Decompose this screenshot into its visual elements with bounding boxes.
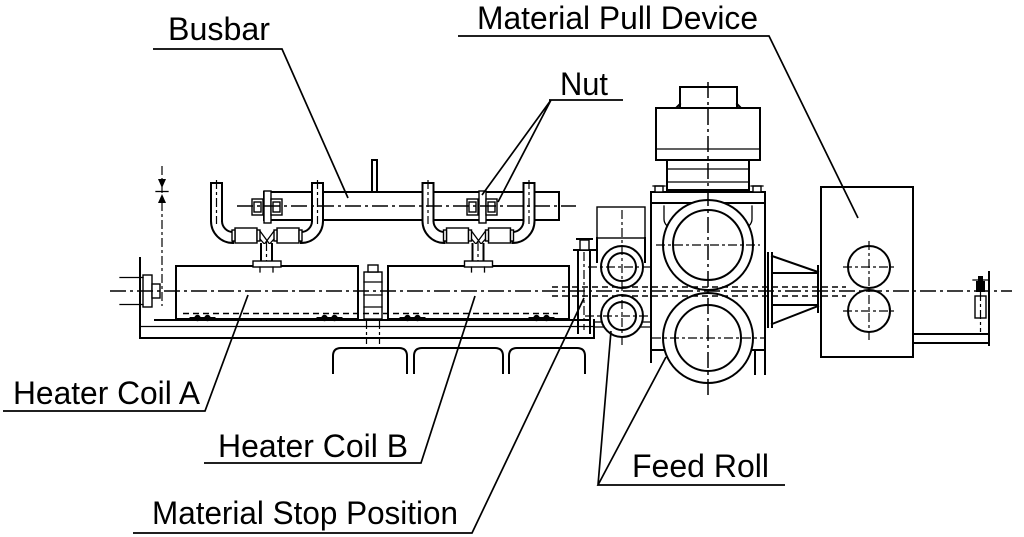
material-stop-position-leader-line	[133, 297, 585, 534]
clamp	[528, 314, 555, 322]
nut-label: Nut	[560, 66, 608, 102]
busbar-nut-right	[466, 190, 498, 224]
material-pull-device-box	[820, 186, 914, 358]
material-bar-lines	[552, 286, 846, 297]
heater-coil-a-outline	[175, 265, 359, 320]
clamp	[316, 314, 343, 322]
nut-leader-line	[481, 99, 623, 203]
busbar-hanger-a	[209, 180, 325, 273]
busbar-leader-line	[153, 48, 349, 199]
busbar-label: Busbar	[168, 11, 270, 47]
feed-roll-leader-line	[596, 330, 785, 486]
feed-roll-label: Feed Roll	[632, 448, 769, 484]
material-stop-position-label: Material Stop Position	[152, 495, 458, 531]
busbar-hanger-b	[421, 180, 536, 273]
labels: Busbar Nut Material Pull Device Heater C…	[3, 0, 859, 534]
mount-channel	[332, 347, 408, 374]
centerlines	[110, 82, 1012, 398]
busbar-stud	[371, 159, 378, 193]
mount-channel	[508, 347, 586, 374]
clamp	[399, 314, 426, 322]
material-pull-device-label: Material Pull Device	[477, 0, 758, 36]
guide-roll-bracket	[596, 206, 646, 263]
heater-coil-b-leader-line	[204, 295, 476, 464]
heater-coils	[175, 264, 570, 344]
coupling-shaft	[767, 252, 820, 328]
clamp	[189, 314, 216, 322]
heater-coil-b-outline	[387, 265, 570, 320]
material-pull-device-leader-line	[458, 35, 859, 219]
heater-coil-a-leader-line	[3, 294, 249, 412]
busbar-nut-left	[251, 190, 283, 224]
heater-coil-a-label: Heater Coil A	[13, 375, 201, 411]
exit-rail	[912, 271, 990, 346]
coil-clamps	[189, 314, 555, 322]
heater-coil-b-label: Heater Coil B	[218, 428, 408, 464]
